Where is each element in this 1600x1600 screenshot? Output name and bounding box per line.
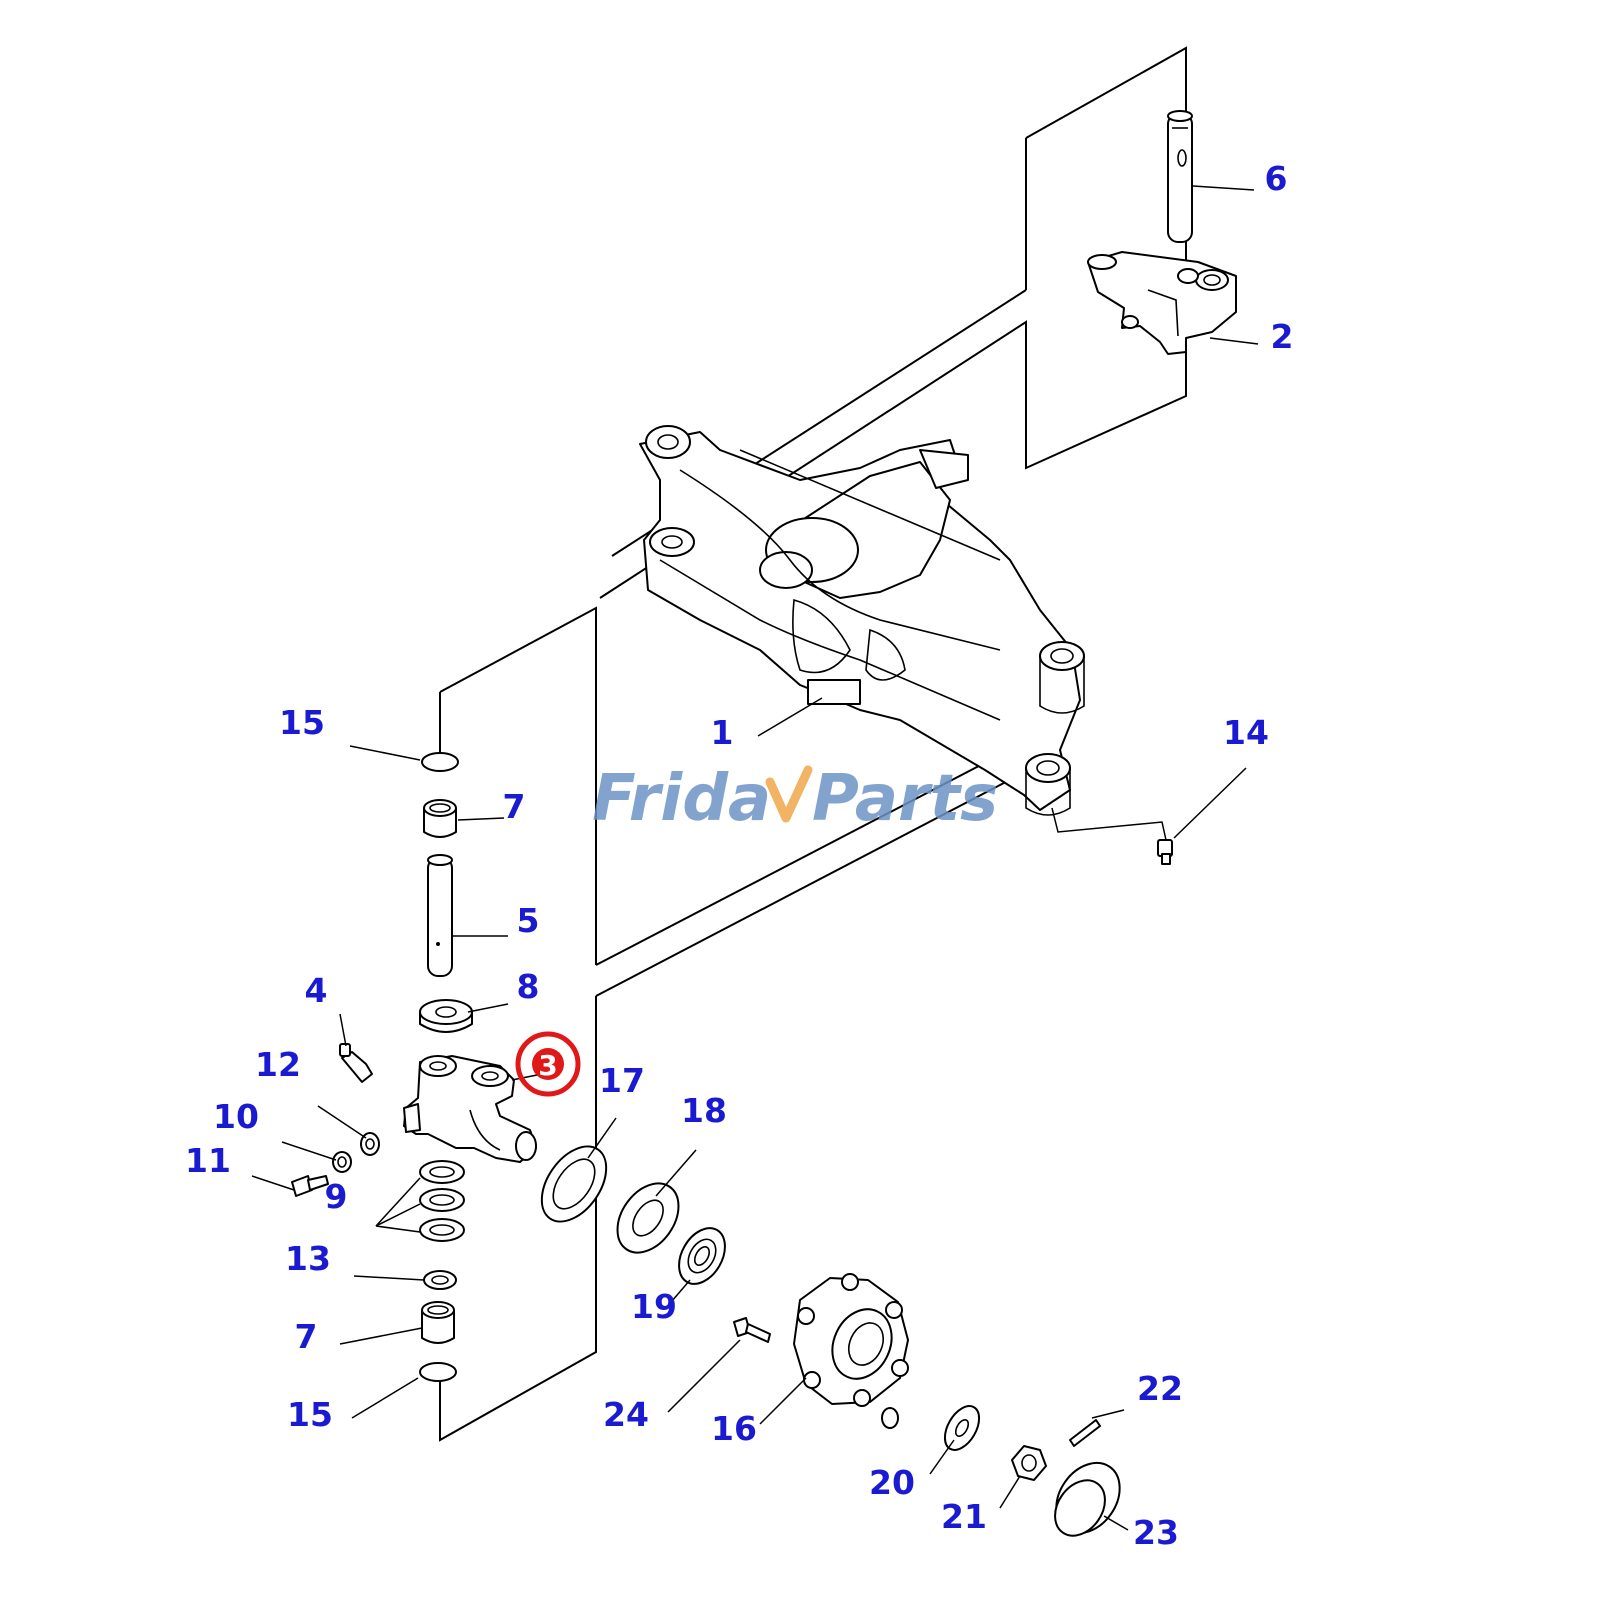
watermark-text-part1: Frida bbox=[592, 762, 771, 836]
part-17-seal-ring[interactable] bbox=[529, 1135, 620, 1234]
callout-7-bottom[interactable]: 7 bbox=[295, 1317, 318, 1356]
callout-5[interactable]: 5 bbox=[517, 901, 540, 940]
part-20-washer[interactable] bbox=[881, 1400, 986, 1456]
callout-22[interactable]: 22 bbox=[1137, 1369, 1183, 1408]
part-15-cap-bottom[interactable] bbox=[419, 1362, 457, 1382]
part-10-nut[interactable] bbox=[332, 1151, 352, 1173]
callout-3-highlight: 3 bbox=[515, 1031, 581, 1097]
part-9-shims[interactable] bbox=[419, 1160, 465, 1242]
watermark-check-icon bbox=[765, 765, 813, 823]
part-3-steering-knuckle[interactable] bbox=[403, 1055, 537, 1163]
callout-8[interactable]: 8 bbox=[517, 967, 540, 1006]
callout-2[interactable]: 2 bbox=[1271, 317, 1294, 356]
part-22-cotter-pin[interactable] bbox=[1069, 1419, 1101, 1447]
part-1-axle-frame[interactable] bbox=[639, 425, 1085, 816]
part-13-seal[interactable] bbox=[423, 1270, 457, 1290]
callout-15-bottom[interactable]: 15 bbox=[287, 1395, 333, 1434]
part-15-cap-top[interactable] bbox=[421, 752, 459, 772]
callout-10[interactable]: 10 bbox=[213, 1097, 259, 1136]
part-19-bearing[interactable] bbox=[670, 1220, 735, 1292]
callout-23[interactable]: 23 bbox=[1133, 1513, 1179, 1552]
callout-18[interactable]: 18 bbox=[681, 1091, 727, 1130]
part-5-king-pin[interactable] bbox=[427, 854, 453, 977]
part-18-spacer[interactable] bbox=[605, 1172, 691, 1264]
part-2-steering-arm[interactable] bbox=[1087, 251, 1237, 355]
callout-1[interactable]: 1 bbox=[711, 713, 734, 752]
callout-20[interactable]: 20 bbox=[869, 1463, 915, 1502]
callout-11[interactable]: 11 bbox=[185, 1141, 231, 1180]
part-14-grease-fitting[interactable] bbox=[1051, 807, 1173, 865]
callout-19[interactable]: 19 bbox=[631, 1287, 677, 1326]
part-16-wheel-hub[interactable] bbox=[793, 1273, 909, 1407]
callout-labels: 6 2 1 14 15 7 5 8 4 12 10 11 9 13 7 15 1… bbox=[185, 159, 1293, 1552]
callout-13[interactable]: 13 bbox=[285, 1239, 331, 1278]
part-11-bolt[interactable] bbox=[291, 1175, 329, 1197]
part-4-grease-fitting[interactable] bbox=[339, 1043, 373, 1083]
callout-21[interactable]: 21 bbox=[941, 1497, 987, 1536]
part-7-bushing-bottom[interactable] bbox=[421, 1301, 455, 1344]
part-24-hub-bolt[interactable] bbox=[733, 1317, 771, 1343]
callout-14[interactable]: 14 bbox=[1223, 713, 1269, 752]
callout-3[interactable]: 3 bbox=[538, 1049, 557, 1082]
watermark: Frida Parts bbox=[592, 762, 998, 836]
callout-17[interactable]: 17 bbox=[599, 1061, 645, 1100]
part-7-bushing-top[interactable] bbox=[423, 799, 457, 838]
watermark-text-part2: Parts bbox=[812, 762, 998, 836]
callout-24[interactable]: 24 bbox=[603, 1395, 649, 1434]
callout-15-top[interactable]: 15 bbox=[279, 703, 325, 742]
callout-16[interactable]: 16 bbox=[711, 1409, 757, 1448]
callout-4[interactable]: 4 bbox=[305, 971, 328, 1010]
part-23-hub-cap[interactable] bbox=[1043, 1451, 1132, 1545]
callout-12[interactable]: 12 bbox=[255, 1045, 301, 1084]
leader-lines bbox=[251, 185, 1259, 1531]
callout-6[interactable]: 6 bbox=[1265, 159, 1288, 198]
part-8-thrust-washer[interactable] bbox=[419, 999, 473, 1033]
callout-7-top[interactable]: 7 bbox=[503, 787, 526, 826]
callout-9[interactable]: 9 bbox=[325, 1177, 348, 1216]
part-21-castle-nut[interactable] bbox=[1011, 1445, 1047, 1481]
reference-frames bbox=[439, 46, 1187, 1442]
part-6-pin[interactable] bbox=[1167, 110, 1193, 243]
